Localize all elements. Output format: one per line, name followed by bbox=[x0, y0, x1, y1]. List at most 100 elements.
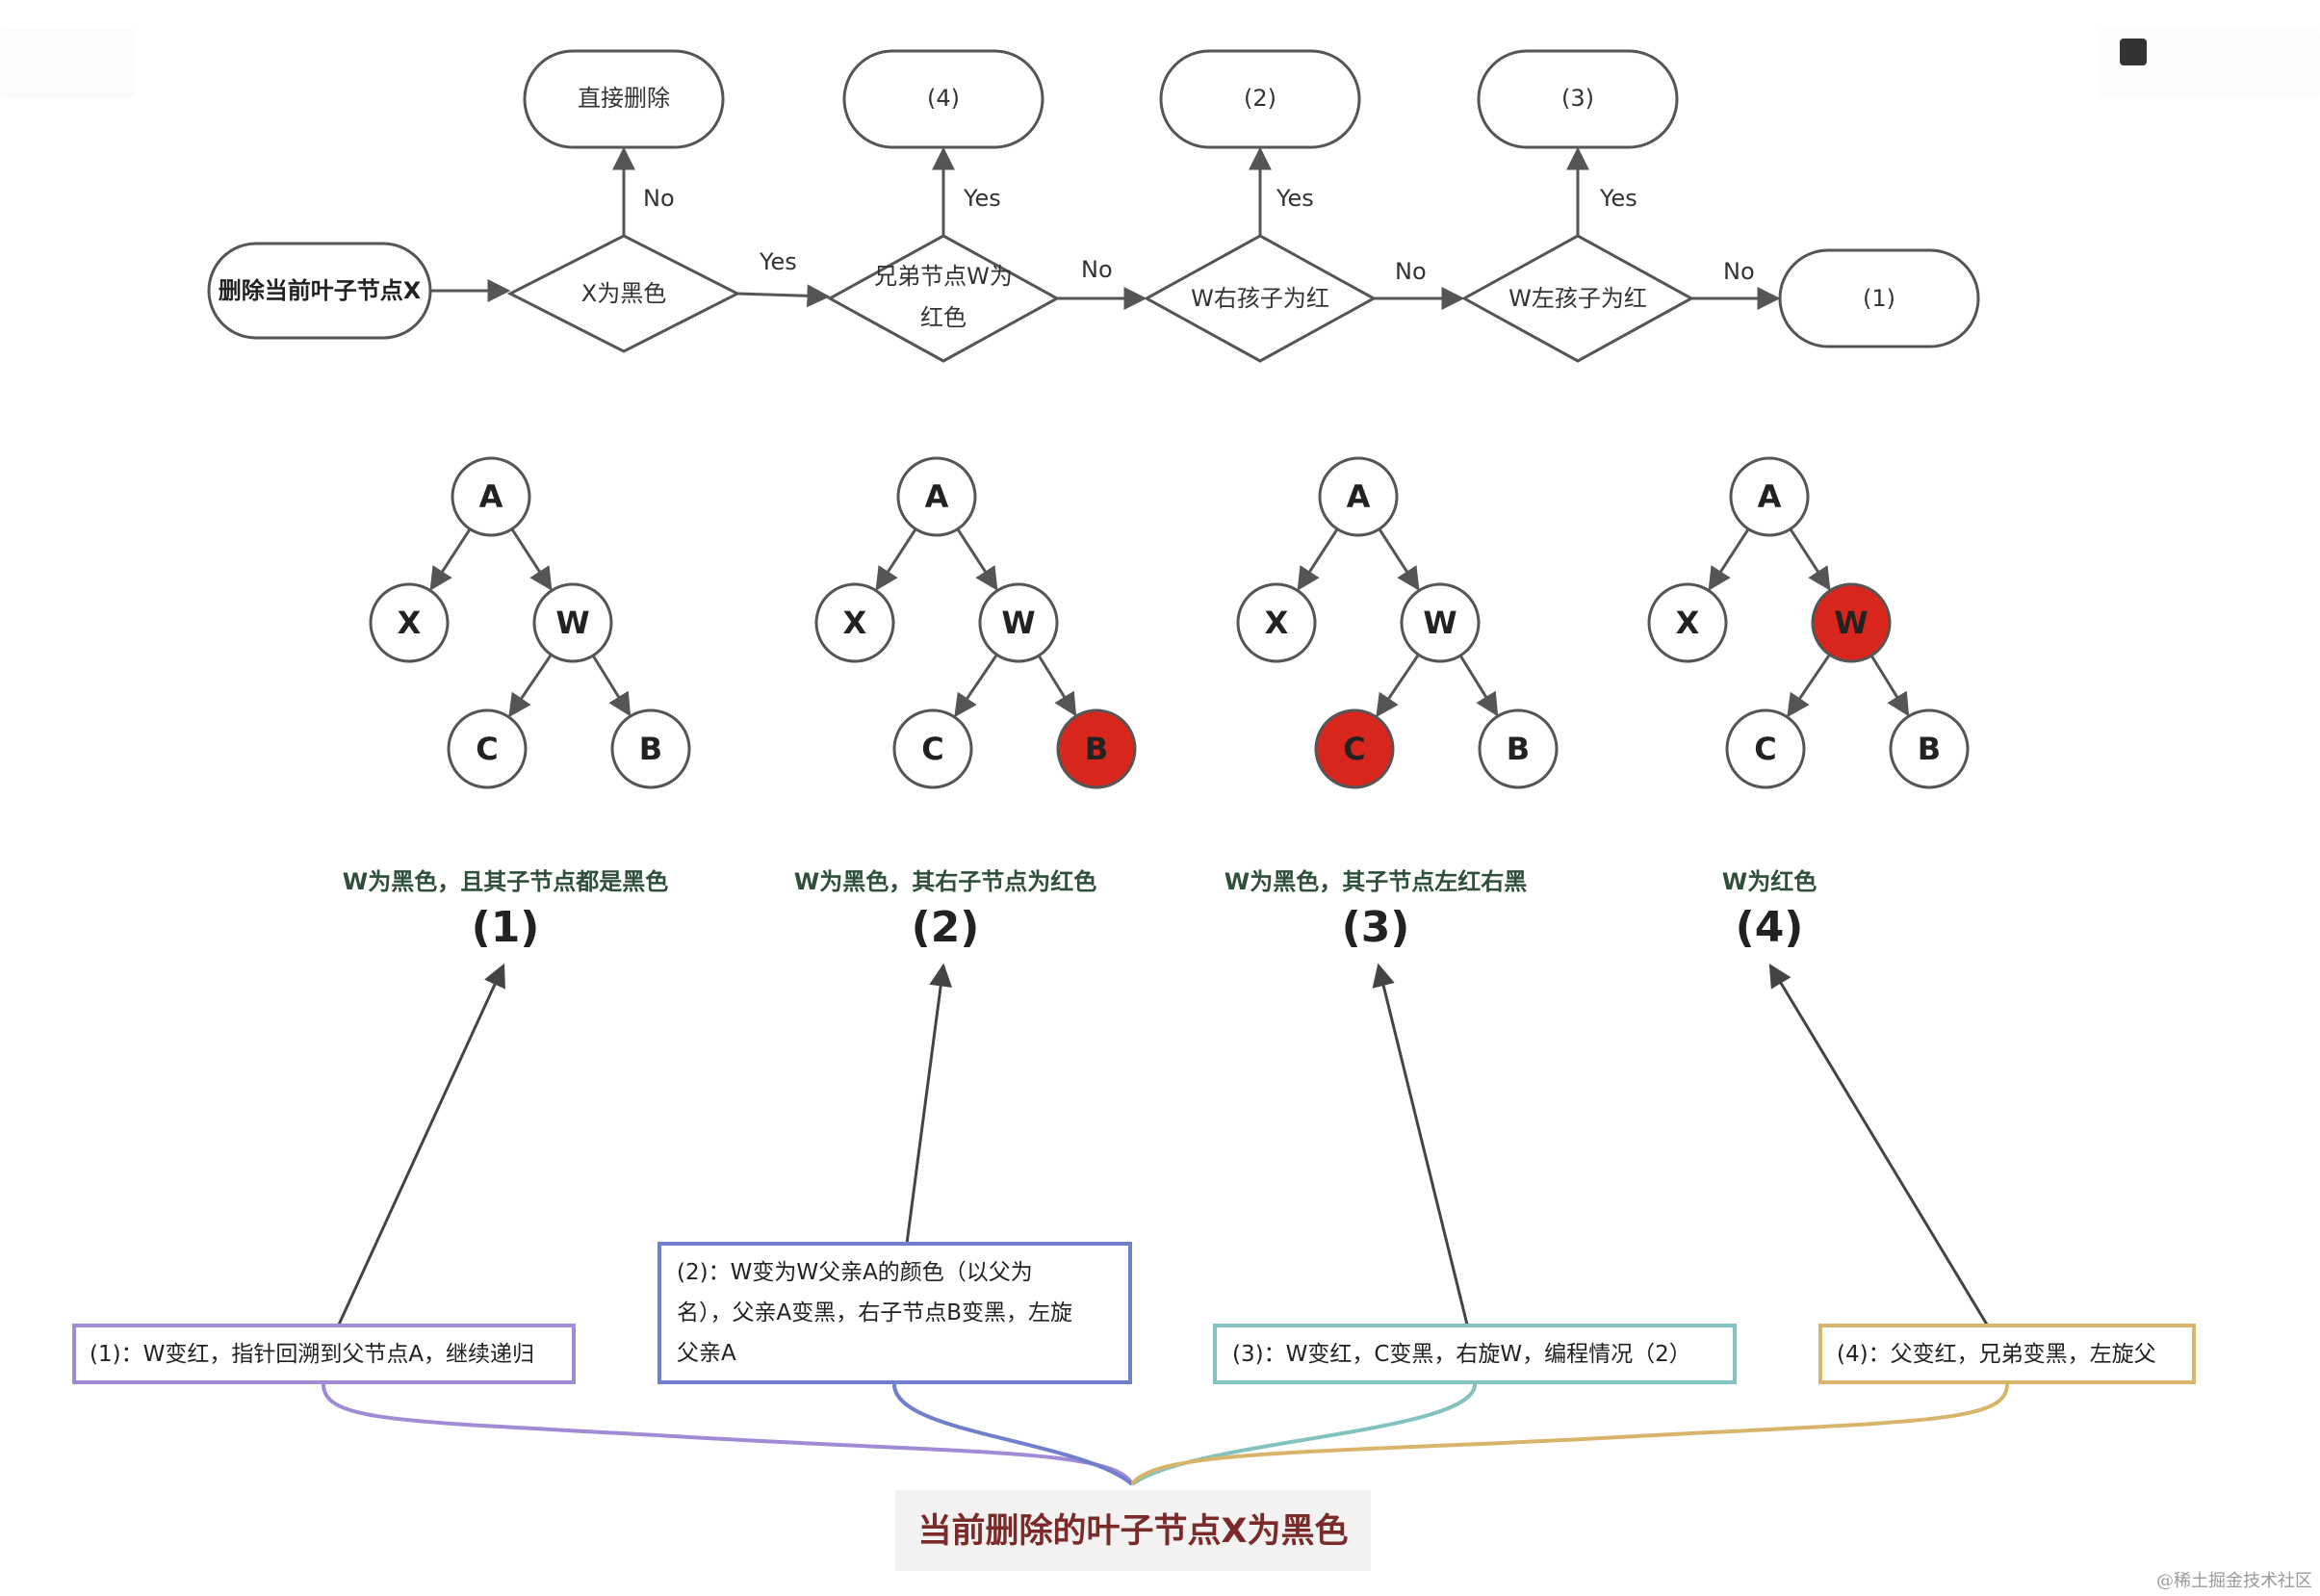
arrow-note3-to-case3 bbox=[1372, 963, 1469, 1326]
case-caption-3: W为黑色，其子节点左红右黑 bbox=[1224, 868, 1527, 895]
decision-right-child-red[interactable] bbox=[1143, 234, 1378, 363]
tree-node-x bbox=[814, 582, 895, 663]
note1-box bbox=[72, 1324, 576, 1384]
tree-node-x bbox=[1236, 582, 1317, 663]
tree-node-a bbox=[1318, 456, 1399, 537]
note4-text: (4)：父变红，兄弟变黑，左旋父 bbox=[1837, 1342, 2156, 1367]
decision-is-black-label: X为黑色 bbox=[581, 280, 666, 307]
tree-node-b bbox=[610, 708, 691, 789]
tree-edge-a-x bbox=[1708, 528, 1750, 591]
note2-box bbox=[657, 1242, 1132, 1384]
arrow-note2-to-case2 bbox=[905, 963, 953, 1245]
tree-edge-a-w bbox=[510, 528, 553, 591]
terminal-direct-delete-label: 直接删除 bbox=[578, 85, 670, 112]
brace-curves bbox=[322, 1383, 2009, 1486]
tree-node-b bbox=[1056, 708, 1137, 789]
decision-sibling-red[interactable] bbox=[826, 234, 1061, 363]
edge-label-yes-1: Yes bbox=[759, 248, 797, 275]
note3-text: (3)：W变红，C变黑，右旋W，编程情况（2） bbox=[1232, 1342, 1691, 1367]
brace-note1 bbox=[322, 1383, 1134, 1485]
tree-node-b bbox=[1478, 708, 1559, 789]
tree-node-x bbox=[369, 582, 450, 663]
decision-right-child-red-label: W右孩子为红 bbox=[1191, 285, 1329, 312]
tree-node-a bbox=[451, 456, 531, 537]
tree-node-label-a: A bbox=[1347, 478, 1371, 515]
tree-node-label-b: B bbox=[1918, 731, 1941, 767]
tree-node-c bbox=[1725, 708, 1806, 789]
tree-node-label-w: W bbox=[1423, 605, 1456, 641]
tree-edge-w-b bbox=[1037, 655, 1077, 717]
note4-box bbox=[1818, 1324, 2196, 1384]
flowchart bbox=[207, 49, 1980, 363]
start-label: 删除当前叶子节点X bbox=[219, 277, 422, 304]
note2-text-line2: 名），父亲A变黑，右子节点B变黑，左旋 bbox=[677, 1300, 1072, 1326]
decision-is-black[interactable] bbox=[506, 234, 741, 353]
flowchart-labels: 删除当前叶子节点X X为黑色 兄弟节点W为 红色 W右孩子为红 W左孩子为红 直… bbox=[219, 85, 1895, 331]
tree-edge-a-x bbox=[875, 528, 917, 591]
tree-edge-w-b bbox=[1869, 655, 1910, 717]
case-caption-4: W为红色 bbox=[1722, 868, 1817, 895]
tree-edge-w-b bbox=[1458, 655, 1499, 717]
tree-node-label-w: W bbox=[555, 605, 589, 641]
tree-edge-a-x bbox=[1297, 528, 1339, 591]
tree-node-a bbox=[896, 456, 977, 537]
tree-node-label-c: C bbox=[476, 731, 498, 767]
tree-node-label-c: C bbox=[921, 731, 943, 767]
note3-box bbox=[1213, 1324, 1737, 1384]
terminal-case3-label: (3) bbox=[1561, 85, 1594, 112]
case-caption-1: W为黑色，且其子节点都是黑色 bbox=[343, 868, 668, 895]
decision-left-child-red[interactable] bbox=[1460, 234, 1695, 363]
corner-panel-right bbox=[2099, 29, 2320, 98]
brace-note4 bbox=[1130, 1383, 2009, 1486]
stop-icon[interactable] bbox=[2120, 39, 2147, 65]
arrow-note1-to-case1 bbox=[337, 963, 505, 1326]
case-number-4: (4) bbox=[1736, 903, 1804, 952]
tree-node-label-w: W bbox=[1834, 605, 1868, 641]
tree-node-label-b: B bbox=[1507, 731, 1530, 767]
tree-node-label-x: X bbox=[398, 605, 422, 641]
tree-edge-w-c bbox=[1376, 654, 1420, 718]
case-caption-2: W为黑色，其右子节点为红色 bbox=[794, 868, 1096, 895]
edge-label-yes-3: Yes bbox=[1276, 185, 1314, 212]
terminal-case4-label: (4) bbox=[927, 85, 960, 112]
case-arrows bbox=[337, 963, 1989, 1326]
tree-node-w bbox=[1811, 582, 1892, 663]
tree-node-label-a: A bbox=[1758, 478, 1782, 515]
root-topic: 当前删除的叶子节点X为黑色 bbox=[895, 1490, 1371, 1571]
brace-note3 bbox=[1130, 1383, 1477, 1486]
edge-label-no-2: No bbox=[1081, 256, 1113, 283]
edge-label-yes-4: Yes bbox=[1599, 185, 1637, 212]
toolbar-artifacts bbox=[0, 29, 2320, 98]
tree-edge-w-c bbox=[508, 654, 553, 718]
tree-node-label-w: W bbox=[1001, 605, 1035, 641]
note2-text-line3: 父亲A bbox=[677, 1341, 736, 1366]
case-number-2: (2) bbox=[912, 903, 980, 952]
tree-node-label-a: A bbox=[479, 478, 503, 515]
tree-node-c bbox=[447, 708, 528, 789]
tree-edge-w-b bbox=[591, 655, 632, 717]
tree-edge-a-w bbox=[1378, 528, 1420, 591]
tree-node-label-a: A bbox=[925, 478, 949, 515]
note-boxes: (1)：W变红，指针回溯到父节点A，继续递归 (2)：W变为W父亲A的颜色（以父… bbox=[72, 1242, 2196, 1384]
tree-edge-a-w bbox=[1789, 528, 1831, 591]
watermark: @稀土掘金技术社区 bbox=[2156, 1571, 2312, 1591]
tree-node-c bbox=[1314, 708, 1395, 789]
decision-sibling-red-label-1: 兄弟节点W为 bbox=[874, 263, 1013, 290]
brace-note2 bbox=[892, 1383, 1134, 1486]
root-topic-box bbox=[895, 1490, 1371, 1571]
note2-text-line1: (2)：W变为W父亲A的颜色（以父为 bbox=[677, 1260, 1033, 1285]
tree-edge-a-x bbox=[429, 528, 472, 591]
tree-node-label-x: X bbox=[1676, 605, 1700, 641]
terminal-case2-label: (2) bbox=[1244, 85, 1276, 112]
tree-edge-a-w bbox=[956, 528, 998, 591]
edge-label-yes-2: Yes bbox=[963, 185, 1001, 212]
tree-node-w bbox=[978, 582, 1059, 663]
root-topic-label: 当前删除的叶子节点X为黑色 bbox=[918, 1512, 1349, 1551]
tree-node-c bbox=[892, 708, 973, 789]
decision-left-child-red-label: W左孩子为红 bbox=[1508, 285, 1647, 312]
edge-label-no-4: No bbox=[1723, 258, 1755, 285]
